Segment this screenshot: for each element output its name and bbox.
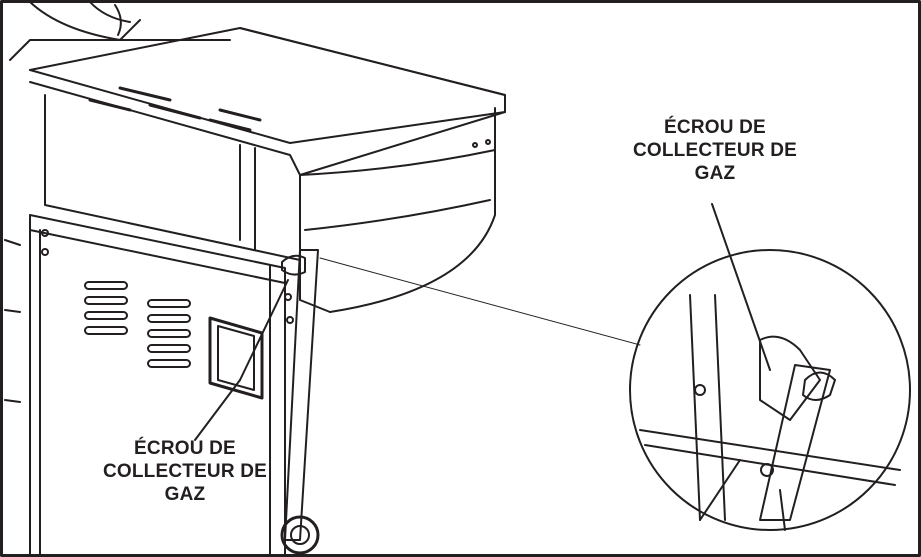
zoom-connector-line — [319, 257, 641, 346]
label-line: COLLECTEUR DE — [102, 461, 268, 482]
label-line: COLLECTEUR DE — [632, 140, 798, 161]
storage-box — [44, 94, 496, 313]
label-line: GAZ — [164, 484, 206, 505]
cabinet-frame — [4, 214, 294, 557]
label-line: GAZ — [694, 163, 736, 184]
door-handle — [208, 316, 264, 400]
label-line: ÉCROU DE — [134, 438, 236, 459]
zoom-detail — [629, 249, 911, 531]
grill-lid — [9, 1, 231, 61]
leader-lines — [194, 203, 771, 441]
gas-manifold-nut-label-left: ÉCROU DE COLLECTEUR DE GAZ — [70, 437, 300, 506]
gas-manifold — [280, 249, 320, 555]
label-line: ÉCROU DE — [664, 117, 766, 138]
side-shelf — [29, 27, 506, 176]
gas-manifold-nut-label-right: ÉCROU DE COLLECTEUR DE GAZ — [600, 116, 830, 185]
door-vents — [84, 281, 191, 368]
